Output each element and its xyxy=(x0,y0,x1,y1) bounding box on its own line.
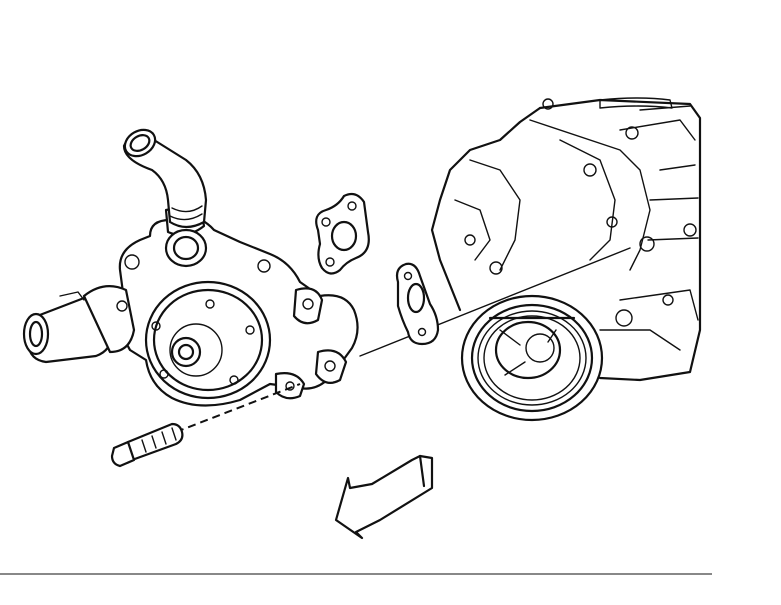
bolt xyxy=(110,383,301,468)
crank-pulley xyxy=(460,294,604,422)
direction-arrow xyxy=(334,454,434,540)
alignment-line xyxy=(359,247,631,357)
engine-block xyxy=(430,97,702,382)
gasket-lower xyxy=(395,262,440,346)
water-pump xyxy=(22,128,359,407)
gasket-upper xyxy=(315,192,370,275)
